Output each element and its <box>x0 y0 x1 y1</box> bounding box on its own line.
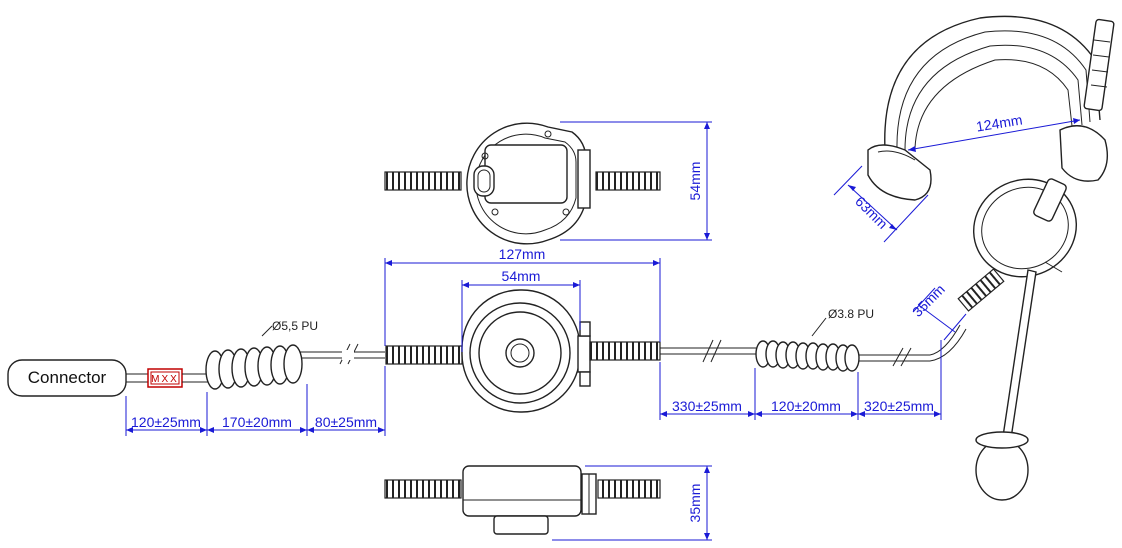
dimension-box-body: 54mm <box>461 268 581 352</box>
dimension-top-view-height: 54mm <box>560 121 712 241</box>
coiled-cable-left-label: Ø5,5 PU <box>272 319 318 333</box>
dimension-top-view-label: 54mm <box>687 162 703 201</box>
dimension-headband-width: 124mm <box>907 112 1081 152</box>
connector-plug: Connector <box>7 359 127 397</box>
cable-marking-sleeve: MXX <box>126 368 183 388</box>
dimension-right-segments: 330±25mm 120±20mm 320±25mm <box>659 340 942 420</box>
headset <box>867 15 1115 501</box>
dimension-right-seg2: 120±20mm <box>771 398 841 414</box>
dimension-boom-label: 35mm <box>909 281 948 320</box>
coiled-cable-right <box>755 340 860 372</box>
dimension-right-seg1: 330±25mm <box>672 398 742 414</box>
control-box-back-view <box>384 122 661 245</box>
strain-relief-left-front <box>385 345 463 365</box>
dimension-box-overall-label: 127mm <box>499 246 546 262</box>
dimension-headband-label: 124mm <box>975 112 1024 135</box>
dimension-left-seg2: 170±20mm <box>222 414 292 430</box>
cable-marking-label: MXX <box>151 374 179 385</box>
coiled-cable-right-callout: Ø3.8 PU <box>811 307 874 337</box>
dimension-box-overall: 127mm <box>384 246 661 346</box>
dimension-bottom-view-height: 35mm <box>552 465 712 541</box>
dimension-earpad-label: 63mm <box>852 193 891 232</box>
connector-label: Connector <box>28 368 107 387</box>
dimension-left-segments: 120±25mm 170±20mm 80±25mm <box>125 366 386 436</box>
strain-relief-right-front <box>589 341 661 361</box>
dimension-boom-length: 35mm <box>909 281 967 341</box>
coiled-cable-left-callout: Ø5,5 PU <box>261 319 318 337</box>
dimension-left-seg1: 120±25mm <box>131 414 201 430</box>
dimension-bottom-view-label: 35mm <box>687 484 703 523</box>
dimension-box-body-label: 54mm <box>502 268 541 284</box>
control-box-front-view <box>461 289 591 413</box>
control-box-side-view <box>384 465 661 535</box>
coiled-cable-right-label: Ø3.8 PU <box>828 307 874 321</box>
cable-left <box>182 343 385 383</box>
coiled-cable-left <box>205 344 303 390</box>
dimension-right-seg3: 320±25mm <box>864 398 934 414</box>
dimension-left-seg3: 80±25mm <box>315 414 377 430</box>
cable-right <box>660 324 967 367</box>
